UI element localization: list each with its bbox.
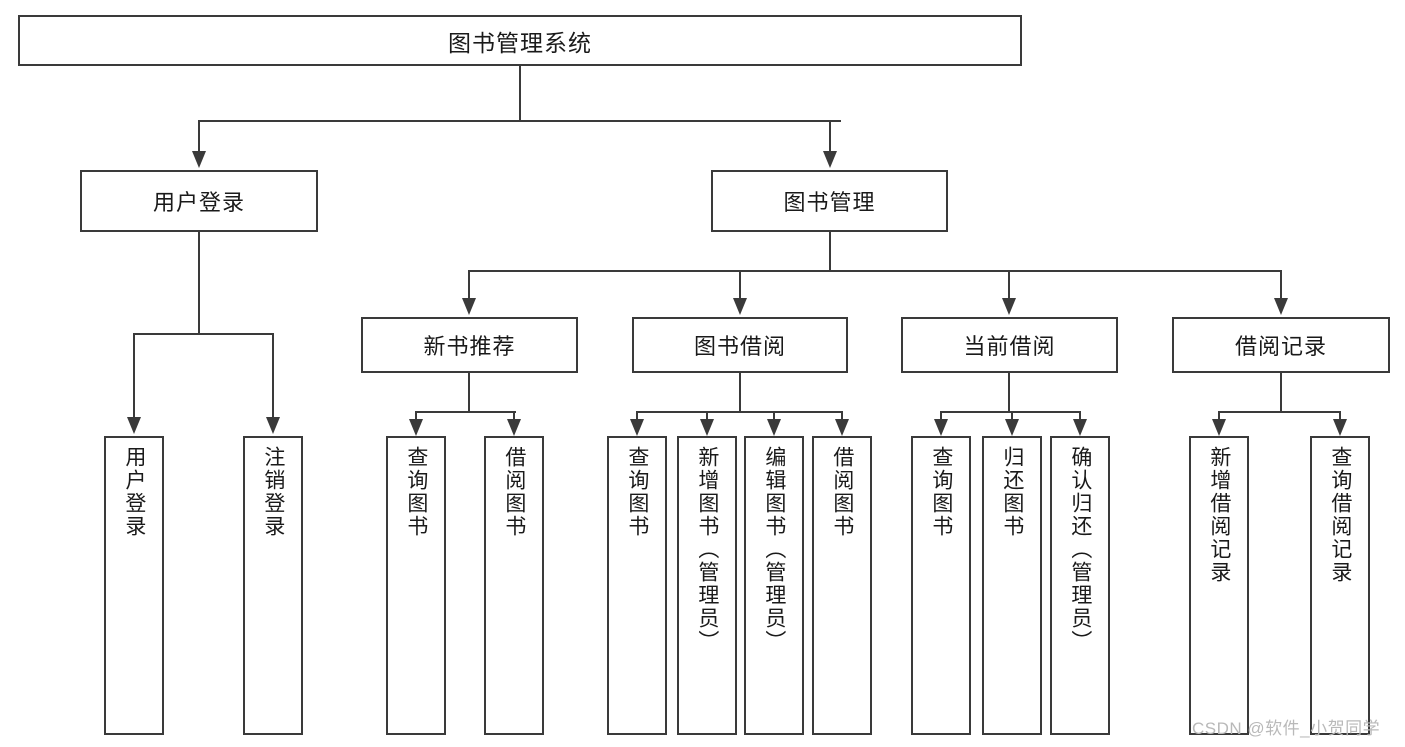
connector-user-login-bus	[134, 333, 273, 335]
connector-drop-nbr-query	[415, 411, 417, 423]
arrow-to-new-book-rec	[462, 298, 476, 315]
connector-drop-book-mgmt	[829, 120, 831, 153]
connector-new-book-rec-bus	[416, 411, 516, 413]
connector-new-book-rec-stem	[468, 373, 470, 412]
node-label: 查询借阅记录	[1328, 446, 1352, 584]
node-label: 注销登录	[261, 446, 285, 538]
node-borrow-record[interactable]: 借阅记录	[1172, 317, 1390, 373]
leaf-user-login[interactable]: 用户登录	[104, 436, 164, 735]
arrow-to-book-borrow	[733, 298, 747, 315]
leaf-br-query-record[interactable]: 查询借阅记录	[1310, 436, 1370, 735]
arrow-to-leaf-user-login	[127, 417, 141, 434]
arrow-to-bb-add	[700, 419, 714, 436]
node-label: 查询图书	[404, 446, 428, 538]
arrow-to-nbr-query	[409, 419, 423, 436]
connector-drop-leaf-logout	[272, 333, 274, 419]
connector-user-login-stem	[198, 232, 200, 334]
node-label: 新书推荐	[423, 334, 516, 359]
leaf-cb-confirm-return-admin[interactable]: 确认归还（管理员）	[1050, 436, 1110, 735]
connector-root-stem	[519, 66, 521, 121]
leaf-nbr-borrow-book[interactable]: 借阅图书	[484, 436, 544, 735]
node-label: 确认归还（管理员）	[1068, 446, 1092, 653]
connector-drop-book-borrow	[739, 270, 741, 300]
connector-drop-user-login	[198, 120, 200, 153]
arrow-to-current-borrow	[1002, 298, 1016, 315]
leaf-bb-query-book[interactable]: 查询图书	[607, 436, 667, 735]
arrow-to-br-query	[1333, 419, 1347, 436]
arrow-to-bb-borrow	[835, 419, 849, 436]
node-label: 新增借阅记录	[1207, 446, 1231, 584]
connector-drop-cb-query	[940, 411, 942, 423]
node-label: 查询图书	[929, 446, 953, 538]
node-label: 图书管理	[783, 190, 876, 215]
connector-drop-bb-edit	[773, 411, 775, 423]
leaf-bb-edit-book-admin[interactable]: 编辑图书（管理员）	[744, 436, 804, 735]
node-label: 图书管理系统	[448, 29, 592, 56]
connector-drop-bb-query	[636, 411, 638, 423]
arrow-to-book-mgmt	[823, 151, 837, 168]
node-label: 借阅记录	[1234, 334, 1327, 359]
node-label: 新增图书（管理员）	[695, 446, 719, 653]
leaf-cb-return-book[interactable]: 归还图书	[982, 436, 1042, 735]
node-new-book-recommend[interactable]: 新书推荐	[361, 317, 578, 373]
node-label: 借阅图书	[830, 446, 854, 538]
node-current-borrow[interactable]: 当前借阅	[901, 317, 1118, 373]
arrow-to-cb-query	[934, 419, 948, 436]
arrow-to-bb-query	[630, 419, 644, 436]
arrow-to-nbr-borrow	[507, 419, 521, 436]
connector-drop-cb-return	[1011, 411, 1013, 423]
node-root-system[interactable]: 图书管理系统	[18, 15, 1022, 66]
leaf-bb-borrow-book[interactable]: 借阅图书	[812, 436, 872, 735]
node-label: 用户登录	[152, 190, 245, 215]
leaf-cb-query-book[interactable]: 查询图书	[911, 436, 971, 735]
connector-drop-cb-confirm	[1079, 411, 1081, 423]
connector-current-borrow-stem	[1008, 373, 1010, 412]
arrow-to-borrow-record	[1274, 298, 1288, 315]
node-label: 当前借阅	[963, 334, 1056, 359]
arrow-to-user-login	[192, 151, 206, 168]
leaf-br-add-record[interactable]: 新增借阅记录	[1189, 436, 1249, 735]
connector-drop-new-book-rec	[468, 270, 470, 300]
connector-book-borrow-stem	[739, 373, 741, 412]
arrow-to-cb-return	[1005, 419, 1019, 436]
node-label: 借阅图书	[502, 446, 526, 538]
connector-root-bus	[198, 120, 841, 122]
connector-drop-leaf-user-login	[133, 333, 135, 419]
connector-drop-nbr-borrow	[513, 411, 515, 423]
leaf-nbr-query-book[interactable]: 查询图书	[386, 436, 446, 735]
node-label: 归还图书	[1000, 446, 1024, 538]
arrow-to-bb-edit	[767, 419, 781, 436]
node-user-login[interactable]: 用户登录	[80, 170, 318, 232]
connector-borrow-record-stem	[1280, 373, 1282, 412]
connector-drop-bb-add	[706, 411, 708, 423]
csdn-watermark: CSDN @软件_小贺同学	[1192, 719, 1381, 738]
leaf-bb-add-book-admin[interactable]: 新增图书（管理员）	[677, 436, 737, 735]
connector-drop-borrow-record	[1280, 270, 1282, 300]
arrow-to-leaf-logout	[266, 417, 280, 434]
arrow-to-br-add	[1212, 419, 1226, 436]
connector-drop-bb-borrow	[841, 411, 843, 423]
node-label: 编辑图书（管理员）	[762, 446, 786, 653]
connector-level3-bus	[468, 270, 1282, 272]
node-book-borrow[interactable]: 图书借阅	[632, 317, 848, 373]
connector-borrow-record-bus	[1219, 411, 1341, 413]
connector-book-mgmt-stem	[829, 232, 831, 272]
connector-drop-current-borrow	[1008, 270, 1010, 300]
arrow-to-cb-confirm	[1073, 419, 1087, 436]
connector-drop-br-query	[1339, 411, 1341, 423]
connector-book-borrow-bus	[637, 411, 842, 413]
leaf-logout[interactable]: 注销登录	[243, 436, 303, 735]
node-label: 查询图书	[625, 446, 649, 538]
node-label: 图书借阅	[693, 334, 786, 359]
connector-drop-br-add	[1218, 411, 1220, 423]
node-label: 用户登录	[122, 446, 146, 538]
node-book-management[interactable]: 图书管理	[711, 170, 948, 232]
